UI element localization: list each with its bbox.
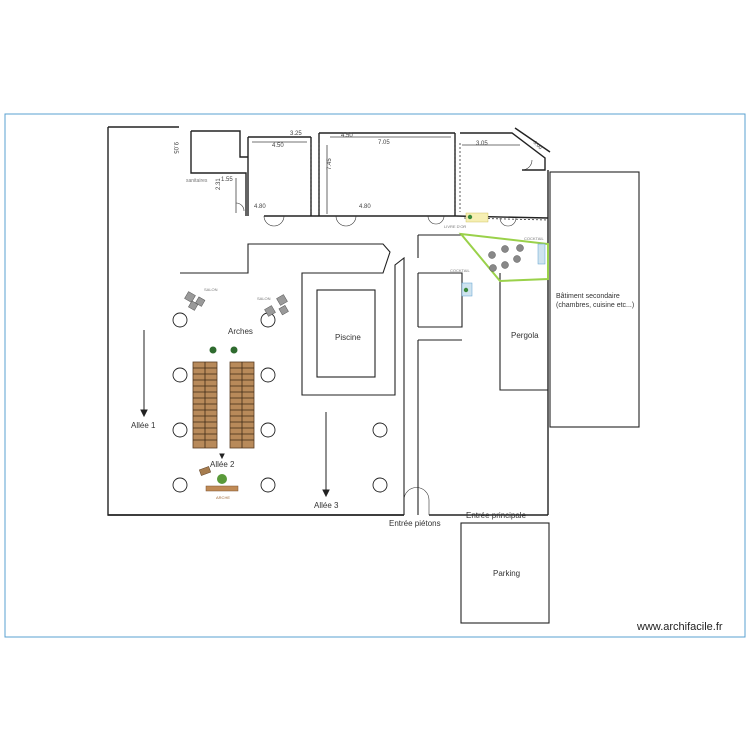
secondary-building-label: Bâtiment secondaire (chambres, cuisine e… [556, 293, 635, 309]
archifacile-credit[interactable]: www.archifacile.fr [637, 621, 723, 633]
dim-label: 7.05 [378, 140, 390, 146]
plants [198, 346, 239, 492]
arch-label: ARCHE [216, 495, 231, 500]
pedestrian-entrance-label: Entrée piétons [389, 519, 441, 528]
secondary-building [549, 171, 640, 428]
dimension-lines [235, 136, 520, 214]
dim-label: 4.50 [341, 133, 353, 139]
dim-label: 3.25 [290, 131, 302, 137]
dim-label: 7.45 [327, 158, 333, 170]
pool [316, 289, 376, 378]
main-entrance-label: Entrée principale [466, 511, 527, 520]
pool-label: Piscine [335, 333, 361, 342]
openings [310, 143, 549, 221]
parking [460, 522, 550, 624]
parking-label: Parking [493, 569, 521, 578]
arches-label: Arches [228, 327, 253, 336]
garden-paths [180, 234, 548, 515]
dim-label: 4.80 [254, 204, 266, 210]
pergola-label: Pergola [511, 331, 539, 340]
dim-label: 4.80 [359, 204, 371, 210]
dim-label: sanitaires [186, 178, 208, 184]
salon-label-2: SALON [257, 296, 271, 301]
dim-label: 1.55 [221, 177, 233, 183]
property-walls [107, 126, 551, 516]
round-tables [172, 312, 388, 493]
salon-label-1: SALON [204, 287, 218, 292]
dim-label: 9.05 [172, 142, 178, 154]
salons [184, 291, 289, 317]
door-swings [235, 159, 533, 515]
allee-3-label: Allée 3 [314, 501, 339, 510]
allee-2-label: Allée 2 [210, 460, 235, 469]
cocktail-label-2: COCKTAIL [450, 268, 470, 273]
allee-1-label: Allée 1 [131, 421, 156, 430]
dim-label: 3.05 [476, 141, 488, 147]
cocktail-label-1: COCKTAIL [524, 236, 544, 241]
cocktail-tables [488, 244, 524, 272]
cocktail-zone [458, 232, 549, 283]
guestbook-label: LIVRE D'OR [444, 224, 467, 229]
path-arrows [140, 330, 330, 498]
sheet-border [4, 113, 746, 638]
benches [192, 361, 255, 449]
dim-label: 4.50 [272, 143, 284, 149]
